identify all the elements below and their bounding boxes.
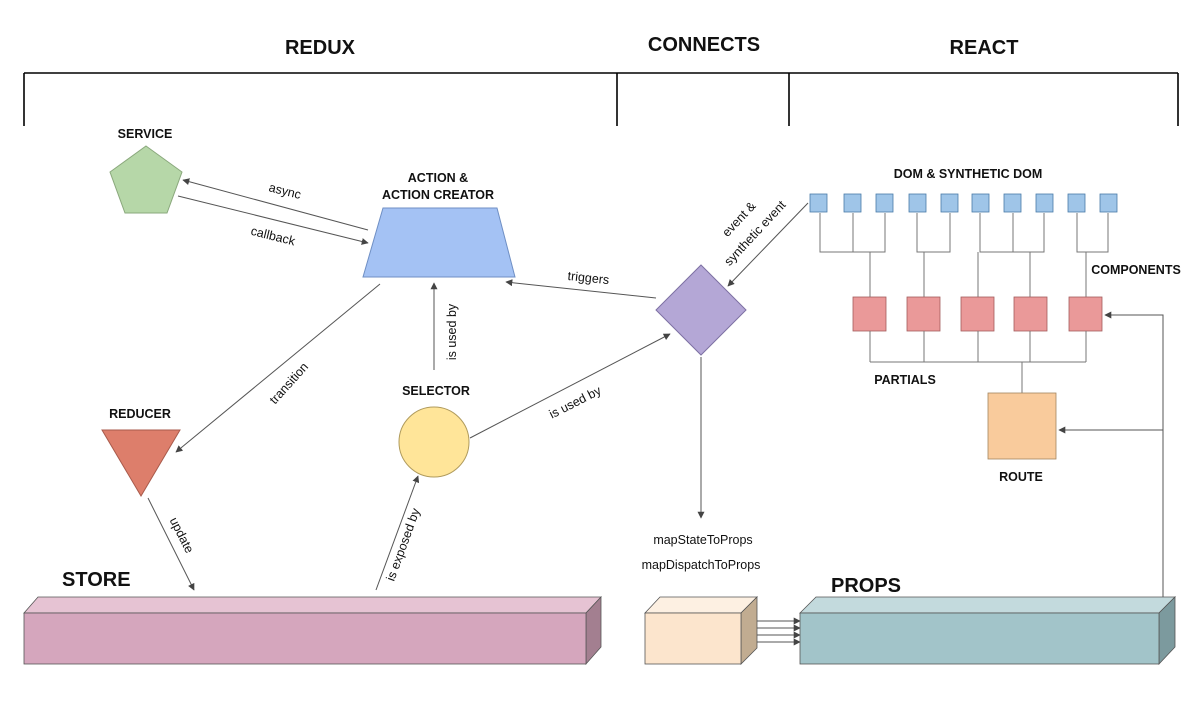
- partials-lines: [869, 331, 1087, 393]
- action-creator-trapezoid: [362, 207, 516, 278]
- props-block: [799, 596, 1176, 666]
- dom-node: [809, 193, 828, 213]
- store-block: [23, 595, 602, 666]
- component-node: [1068, 296, 1103, 332]
- header-redux: REDUX: [285, 37, 356, 59]
- edge-selector-to-connector-label: is used by: [547, 383, 604, 421]
- dom-node: [843, 193, 862, 213]
- props-label: PROPS: [831, 575, 901, 597]
- reducer-label: REDUCER: [109, 407, 171, 421]
- component-node: [906, 296, 941, 332]
- component-node: [960, 296, 995, 332]
- selector-label: SELECTOR: [402, 384, 470, 398]
- route-label: ROUTE: [999, 470, 1043, 484]
- dom-tree-lines: [819, 213, 1109, 297]
- route-box: [987, 392, 1057, 460]
- action-label-line1: ACTION &: [408, 171, 468, 185]
- component-node: [1013, 296, 1048, 332]
- map-state-to-props: mapStateToProps: [653, 533, 752, 547]
- edge-exposed-label: is exposed by: [384, 506, 424, 583]
- edge-update-label: update: [167, 515, 197, 555]
- edge-triggers-label: triggers: [567, 269, 610, 287]
- connector-diamond: [655, 264, 747, 356]
- connect-box: [644, 596, 758, 665]
- header-react: REACT: [950, 37, 1019, 59]
- edge-callback-label: callback: [249, 224, 297, 249]
- dom-node: [875, 193, 894, 213]
- edge-triggers: [505, 279, 657, 299]
- edge-dom-event: [727, 202, 809, 287]
- component-node: [852, 296, 887, 332]
- action-label-line2: ACTION CREATOR: [382, 188, 494, 202]
- components-label: COMPONENTS: [1091, 263, 1181, 277]
- edge-callback: [177, 195, 369, 245]
- dom-node: [908, 193, 927, 213]
- edge-transition-label: transition: [267, 360, 311, 407]
- store-label: STORE: [62, 569, 131, 591]
- props-feedback-lines: [1058, 311, 1164, 597]
- edge-selector-to-connector: [469, 333, 671, 439]
- dom-node: [940, 193, 959, 213]
- edge-selector-to-action-label: is used by: [445, 303, 459, 360]
- dom-node: [1067, 193, 1086, 213]
- map-dispatch-to-props: mapDispatchToProps: [642, 558, 761, 572]
- section-bracket: [23, 72, 1179, 126]
- component-nodes: [852, 296, 1103, 332]
- edge-update: [147, 497, 195, 591]
- dom-nodes: [809, 193, 1118, 213]
- connect-to-props-arrows: [757, 617, 801, 646]
- dom-node: [1003, 193, 1022, 213]
- edge-async-label: async: [267, 180, 302, 201]
- dom-node: [1035, 193, 1054, 213]
- dom-node: [1099, 193, 1118, 213]
- dom-node: [971, 193, 990, 213]
- header-connects: CONNECTS: [648, 34, 760, 56]
- edge-transition: [175, 283, 381, 453]
- service-pentagon: [109, 145, 183, 214]
- selector-circle: [398, 406, 470, 478]
- edge-exposed: [375, 475, 420, 591]
- partials-label: PARTIALS: [874, 373, 936, 387]
- service-label: SERVICE: [118, 127, 173, 141]
- dom-label: DOM & SYNTHETIC DOM: [894, 167, 1043, 181]
- edge-async: [182, 178, 369, 231]
- reducer-triangle: [101, 429, 181, 497]
